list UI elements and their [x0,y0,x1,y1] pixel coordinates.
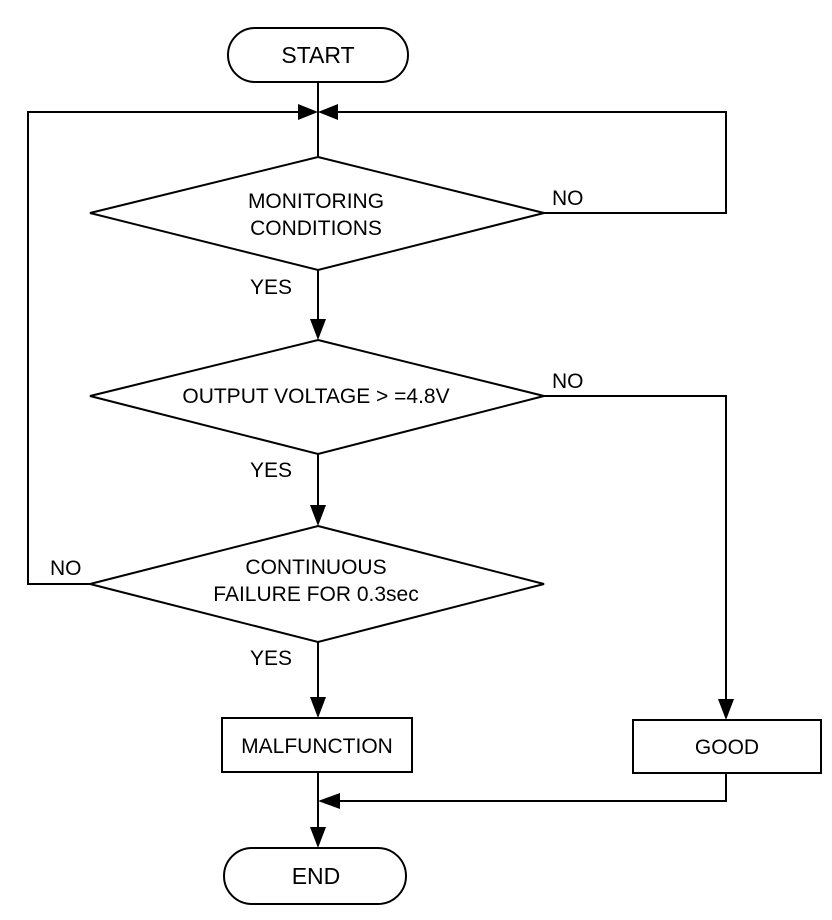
decision-1-no-label: NO [552,187,584,210]
end-label: END [292,863,341,889]
decision-3-line2: FAILURE FOR 0.3sec [213,583,418,606]
arrowhead-good-in [718,699,734,720]
good-label: GOOD [695,736,759,759]
decision-2-yes-label: YES [250,459,292,482]
decision-monitoring-conditions [89,155,545,272]
decision-3-no-label: NO [50,557,82,580]
malfunction-label: MALFUNCTION [241,735,393,758]
connector-decision2-no [544,395,727,702]
decision-1-yes-label: YES [250,276,292,299]
decision-1-line2: CONDITIONS [250,217,382,240]
malfunction-box [221,717,413,773]
arrowhead-merge [318,793,340,809]
arrowhead-from-right-loop [318,104,338,120]
decision-3-yes-label: YES [250,647,292,670]
loop-back-right-line [338,111,727,214]
decision-3-line1: CONTINUOUS [245,556,386,579]
arrowhead-decision2-in [310,319,326,340]
decision-2-no-label: NO [552,370,584,393]
arrowhead-from-left-loop [298,104,318,120]
arrowhead-malfunction-in [310,697,326,718]
arrowhead-decision3-in [310,505,326,526]
end-terminal [223,847,407,905]
start-label: START [281,42,354,68]
arrowhead-end-in [310,827,326,848]
decision-1-line1: MONITORING [248,190,384,213]
decision-2-line1: OUTPUT VOLTAGE > =4.8V [182,385,449,408]
connector-good-merge [338,773,727,802]
loop-back-left-line [27,111,298,585]
